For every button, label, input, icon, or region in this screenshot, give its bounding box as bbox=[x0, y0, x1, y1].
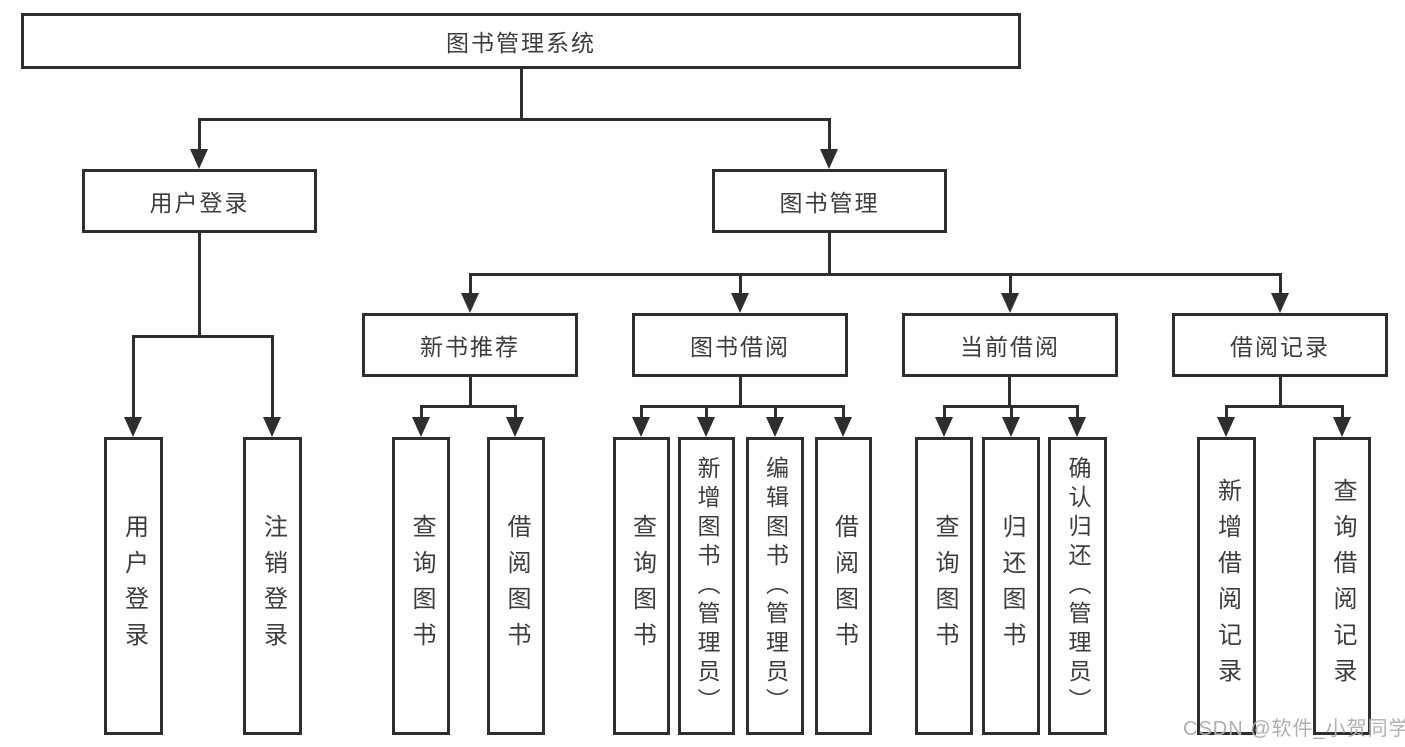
arrowhead-down-icon bbox=[766, 417, 784, 437]
leaf-user-login-label: 用户登录 bbox=[120, 514, 148, 658]
connector-line bbox=[420, 405, 423, 419]
node-user-login: 用户登录 bbox=[82, 169, 317, 233]
leaf-borrow-query-books-label: 查询图书 bbox=[628, 514, 656, 658]
leaf-recommend-query-books-label: 查询图书 bbox=[408, 514, 435, 658]
leaf-borrow-books-label: 借阅图书 bbox=[830, 514, 858, 658]
connector-line bbox=[132, 335, 135, 419]
leaf-recommend-borrow-books-label: 借阅图书 bbox=[503, 514, 530, 658]
connector-line bbox=[1010, 405, 1013, 419]
connector-line bbox=[469, 273, 1282, 276]
arrowhead-down-icon bbox=[697, 417, 715, 437]
csdn-watermark: CSDN @软件_小贺同学 bbox=[1183, 718, 1405, 740]
node-borrow-records-label: 借阅记录 bbox=[1230, 334, 1330, 360]
arrowhead-down-icon bbox=[190, 149, 208, 169]
arrowhead-down-icon bbox=[1068, 417, 1086, 437]
node-root: 图书管理系统 bbox=[21, 13, 1021, 69]
connector-line bbox=[469, 377, 472, 405]
leaf-query-borrow-record-label: 查询借阅记录 bbox=[1329, 478, 1356, 694]
connector-line bbox=[198, 118, 201, 150]
arrowhead-down-icon bbox=[632, 417, 650, 437]
connector-line bbox=[132, 335, 274, 338]
node-user-login-label: 用户登录 bbox=[149, 190, 250, 216]
connector-line bbox=[469, 273, 472, 295]
connector-line bbox=[1225, 405, 1343, 408]
leaf-confirm-return-admin: 确认归还（管理员） bbox=[1048, 437, 1107, 735]
connector-line bbox=[1279, 273, 1282, 295]
node-current-borrow-label: 当前借阅 bbox=[960, 334, 1060, 360]
arrowhead-down-icon bbox=[935, 417, 953, 437]
leaf-edit-books-admin-label: 编辑图书（管理员） bbox=[762, 455, 789, 717]
connector-line bbox=[828, 118, 831, 150]
leaf-confirm-return-admin-label: 确认归还（管理员） bbox=[1065, 455, 1091, 717]
node-book-borrow-label: 图书借阅 bbox=[690, 334, 790, 360]
connector-line bbox=[520, 68, 523, 118]
leaf-logout: 注销登录 bbox=[243, 437, 302, 735]
connector-line bbox=[198, 233, 201, 335]
connector-line bbox=[1076, 405, 1079, 419]
connector-line bbox=[1279, 377, 1282, 405]
arrowhead-down-icon bbox=[412, 417, 430, 437]
leaf-logout-label: 注销登录 bbox=[259, 514, 287, 658]
arrowhead-down-icon bbox=[461, 293, 479, 313]
connector-line bbox=[739, 377, 742, 405]
leaf-current-query-books-label: 查询图书 bbox=[931, 514, 958, 658]
node-current-borrow: 当前借阅 bbox=[902, 313, 1118, 377]
leaf-recommend-query-books: 查询图书 bbox=[392, 437, 450, 735]
connector-line bbox=[739, 273, 742, 295]
node-book-borrow: 图书借阅 bbox=[632, 313, 848, 377]
leaf-borrow-books: 借阅图书 bbox=[815, 437, 872, 735]
arrowhead-down-icon bbox=[834, 417, 852, 437]
connector-line bbox=[640, 405, 845, 408]
arrowhead-down-icon bbox=[124, 417, 142, 437]
leaf-add-borrow-record-label: 新增借阅记录 bbox=[1213, 478, 1241, 694]
connector-line bbox=[420, 405, 517, 408]
arrowhead-down-icon bbox=[731, 293, 749, 313]
connector-line bbox=[271, 335, 274, 419]
arrowhead-down-icon bbox=[820, 149, 838, 169]
connector-line bbox=[1008, 377, 1011, 405]
node-new-book-recommend-label: 新书推荐 bbox=[420, 334, 520, 360]
connector-line bbox=[198, 118, 831, 121]
leaf-return-books: 归还图书 bbox=[982, 437, 1040, 735]
arrowhead-down-icon bbox=[1002, 417, 1020, 437]
connector-line bbox=[943, 405, 946, 419]
leaf-add-books-admin: 新增图书（管理员） bbox=[678, 437, 735, 735]
node-book-management-label: 图书管理 bbox=[779, 190, 880, 216]
connector-line bbox=[828, 233, 831, 273]
node-book-management: 图书管理 bbox=[712, 169, 947, 233]
node-new-book-recommend: 新书推荐 bbox=[362, 313, 578, 377]
node-borrow-records: 借阅记录 bbox=[1172, 313, 1388, 377]
arrowhead-down-icon bbox=[506, 417, 524, 437]
leaf-current-query-books: 查询图书 bbox=[915, 437, 973, 735]
connector-line bbox=[774, 405, 777, 419]
arrowhead-down-icon bbox=[263, 417, 281, 437]
leaf-recommend-borrow-books: 借阅图书 bbox=[487, 437, 545, 735]
leaf-add-borrow-record: 新增借阅记录 bbox=[1197, 437, 1256, 735]
connector-line bbox=[640, 405, 643, 419]
leaf-edit-books-admin: 编辑图书（管理员） bbox=[746, 437, 804, 735]
leaf-query-borrow-record: 查询借阅记录 bbox=[1313, 437, 1371, 735]
connector-line bbox=[842, 405, 845, 419]
connector-line bbox=[705, 405, 708, 419]
connector-line bbox=[1009, 273, 1012, 295]
connector-line bbox=[514, 405, 517, 419]
leaf-add-books-admin-label: 新增图书（管理员） bbox=[694, 455, 720, 717]
connector-line bbox=[1341, 405, 1344, 419]
arrowhead-down-icon bbox=[1217, 417, 1235, 437]
arrowhead-down-icon bbox=[1271, 293, 1289, 313]
arrowhead-down-icon bbox=[1333, 417, 1351, 437]
node-root-label: 图书管理系统 bbox=[446, 30, 596, 56]
arrowhead-down-icon bbox=[1001, 293, 1019, 313]
leaf-borrow-query-books: 查询图书 bbox=[613, 437, 670, 735]
leaf-user-login: 用户登录 bbox=[104, 437, 163, 735]
leaf-return-books-label: 归还图书 bbox=[998, 514, 1025, 658]
connector-line bbox=[1225, 405, 1228, 419]
